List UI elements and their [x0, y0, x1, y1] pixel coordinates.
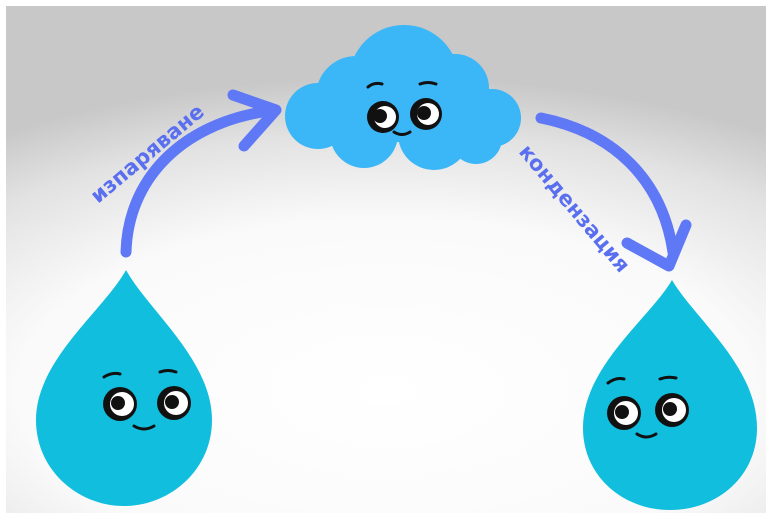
left-drop-face: [102, 369, 191, 431]
condensation-arrow: [535, 112, 692, 272]
evaporation-arrow-shaft: [120, 106, 268, 258]
left-drop-mouth: [132, 424, 156, 431]
left-drop-eyebrow-left: [102, 371, 122, 379]
cloud-face: [366, 81, 442, 136]
cloud-eyebrow-right: [418, 81, 438, 86]
evaporation-arrow: [120, 89, 282, 258]
condensation-arrow-head: [621, 219, 692, 272]
cloud-body: [285, 25, 521, 170]
right-drop-face: [606, 375, 689, 439]
cloud-eyebrow-left: [366, 81, 384, 89]
right-drop-mouth: [635, 432, 658, 439]
condensation-label: кондензация: [514, 140, 635, 277]
evaporation-arrow-head: [227, 89, 282, 152]
left-water-drop: [36, 270, 212, 506]
left-drop-eyebrow-right: [158, 369, 178, 374]
cloud: [285, 25, 521, 170]
cloud-mouth: [392, 130, 412, 136]
condensation-arrow-shaft: [535, 112, 679, 258]
right-water-drop: [583, 280, 757, 510]
right-drop-eyebrow-left: [606, 377, 626, 385]
right-drop-eyebrow-right: [658, 375, 678, 381]
